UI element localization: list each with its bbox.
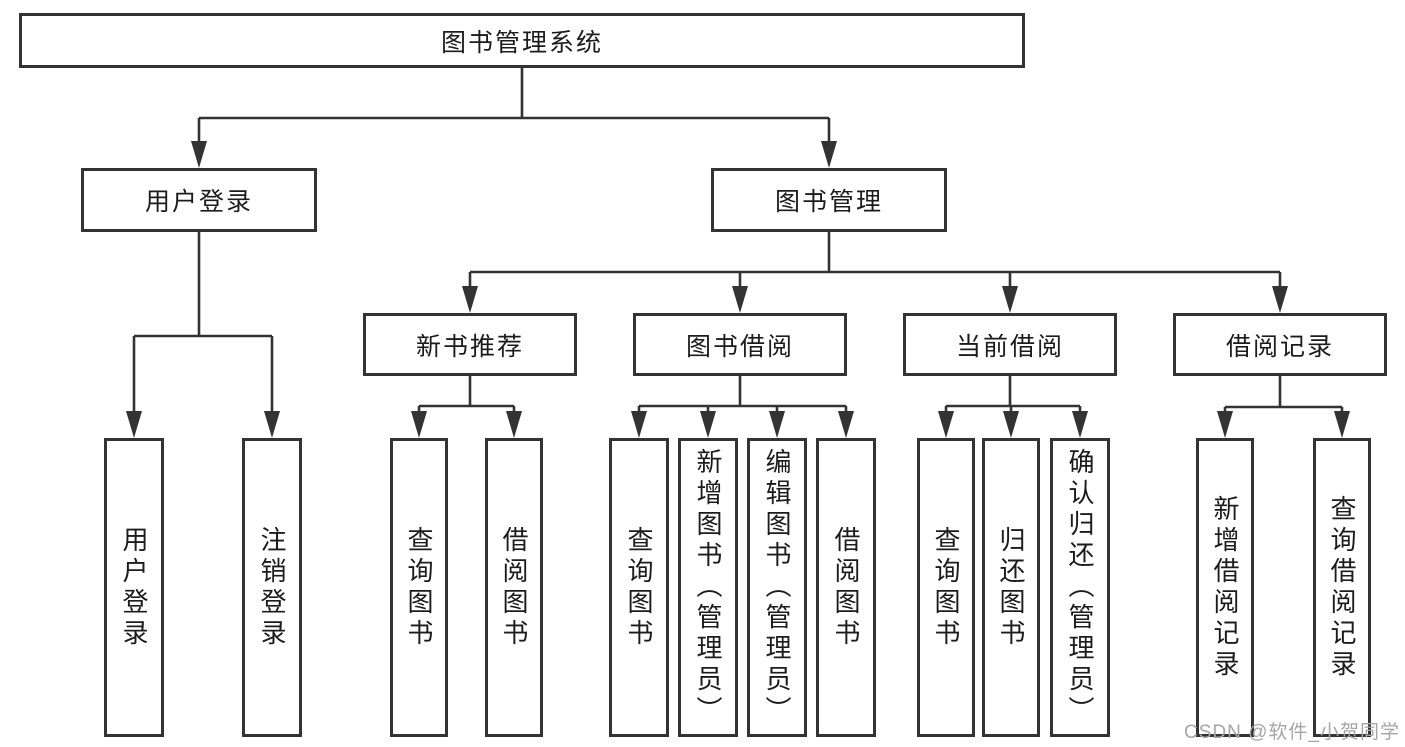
leaf-label: 新增图书（管理员）: [693, 448, 723, 727]
connector-userlogin-to-leaves: [126, 232, 280, 438]
node-label: 当前借阅: [955, 332, 1064, 361]
leaf-borrow-query-books: 查询图书: [609, 438, 669, 737]
leaf-label: 查询图书: [931, 525, 961, 650]
arrowhead: [838, 411, 854, 438]
arrowhead: [264, 411, 280, 438]
arrowhead: [1072, 411, 1088, 438]
leaf-label: 借阅图书: [831, 525, 861, 650]
leaf-label: 借阅图书: [499, 525, 529, 650]
arrowhead: [462, 286, 478, 313]
connector-recommend-to-leaves: [411, 376, 522, 438]
node-new-book-recommend: 新书推荐: [363, 313, 577, 376]
arrowhead: [631, 411, 647, 438]
arrowhead: [700, 411, 716, 438]
leaf-label: 归还图书: [996, 525, 1026, 650]
arrowhead: [506, 411, 522, 438]
node-root-library-system: 图书管理系统: [19, 13, 1025, 68]
leaf-logout: 注销登录: [242, 438, 302, 737]
arrowhead: [411, 411, 427, 438]
node-label: 图书管理: [774, 188, 883, 216]
arrowhead: [732, 286, 748, 313]
connector-root-to-level2: [191, 68, 837, 168]
connector-records-to-leaves: [1217, 376, 1350, 438]
leaf-recommend-borrow-books: 借阅图书: [485, 438, 543, 737]
node-label: 新书推荐: [415, 332, 524, 361]
arrowhead: [1002, 286, 1018, 313]
connector-bookmgmt-to-level3: [462, 232, 1288, 313]
leaf-label: 新增借阅记录: [1210, 494, 1240, 681]
node-label: 图书管理系统: [440, 28, 603, 57]
arrowhead: [821, 141, 837, 168]
leaf-label: 查询借阅记录: [1327, 494, 1357, 681]
leaf-current-return-books: 归还图书: [982, 438, 1040, 737]
leaf-user-login: 用户登录: [104, 438, 164, 737]
leaf-borrow-edit-books-admin: 编辑图书（管理员）: [747, 438, 807, 737]
leaf-current-query-books: 查询图书: [917, 438, 975, 737]
node-book-borrow: 图书借阅: [633, 313, 847, 376]
arrowhead: [1003, 411, 1019, 438]
leaf-label: 查询图书: [404, 525, 434, 650]
node-user-login: 用户登录: [81, 168, 317, 232]
leaf-label: 编辑图书（管理员）: [762, 448, 792, 727]
node-label: 图书借阅: [685, 332, 794, 361]
connector-current-to-leaves: [938, 376, 1088, 438]
leaf-current-confirm-return-admin: 确认归还（管理员）: [1050, 438, 1110, 737]
leaf-borrow-borrow-books: 借阅图书: [816, 438, 876, 737]
arrowhead: [769, 411, 785, 438]
node-book-management: 图书管理: [711, 168, 947, 232]
leaf-recommend-query-books: 查询图书: [390, 438, 448, 737]
node-current-borrow: 当前借阅: [903, 313, 1117, 376]
leaf-records-add-record: 新增借阅记录: [1196, 438, 1254, 737]
arrowhead: [1334, 411, 1350, 438]
leaf-records-query-record: 查询借阅记录: [1313, 438, 1371, 737]
arrowhead: [938, 411, 954, 438]
leaf-label: 注销登录: [257, 525, 287, 650]
arrowhead: [1272, 286, 1288, 313]
leaf-label: 确认归还（管理员）: [1065, 448, 1095, 727]
connector-borrow-to-leaves: [631, 376, 854, 438]
node-label: 借阅记录: [1225, 332, 1334, 361]
csdn-watermark: CSDN @软件_小贺同学: [1184, 722, 1400, 743]
leaf-label: 用户登录: [119, 525, 149, 650]
node-borrow-records: 借阅记录: [1173, 313, 1387, 376]
arrowhead: [1217, 411, 1233, 438]
node-label: 用户登录: [144, 188, 253, 216]
leaf-label: 查询图书: [624, 525, 654, 650]
leaf-borrow-add-books-admin: 新增图书（管理员）: [678, 438, 738, 737]
arrowhead: [191, 141, 207, 168]
arrowhead: [126, 411, 142, 438]
